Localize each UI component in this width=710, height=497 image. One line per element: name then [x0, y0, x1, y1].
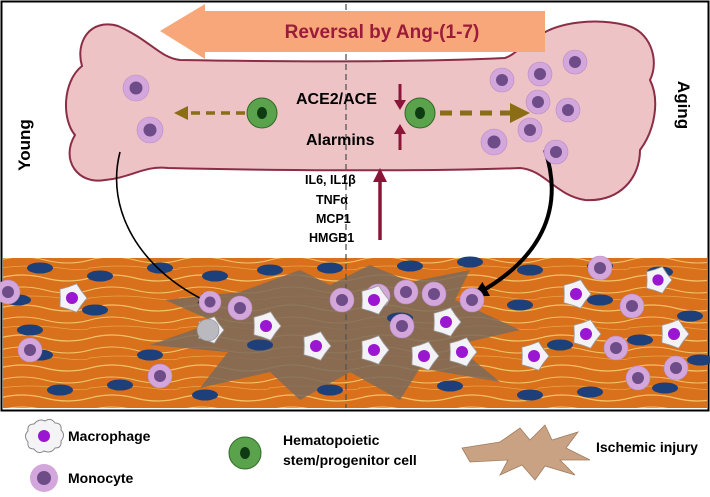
cytokine-up-arrow	[373, 168, 387, 240]
muscle-nucleus	[437, 380, 463, 392]
muscle-nucleus	[247, 339, 273, 351]
cytokine-list: IL6, IL1β TNFα MCP1 HMGB1	[305, 173, 356, 245]
muscle-nucleus	[137, 349, 163, 361]
cell-population	[0, 49, 690, 391]
macrophage-cell	[303, 331, 332, 361]
monocyte-cell	[543, 139, 569, 165]
monocyte-cell	[227, 295, 253, 321]
muscle-nucleus	[587, 294, 613, 306]
monocyte-cell	[147, 363, 173, 389]
ace-ratio-label: ACE2/ACE	[296, 91, 377, 108]
alarmins-label: Alarmins	[306, 132, 375, 149]
monocyte-cell	[459, 287, 485, 313]
muscle-nucleus	[547, 339, 573, 351]
monocyte-cell	[562, 49, 588, 75]
macrophage-cell	[563, 279, 592, 309]
monocyte-cell	[198, 290, 222, 314]
legend-hspc-label-line2: stem/progenitor cell	[283, 452, 417, 468]
muscle-nucleus	[577, 386, 603, 398]
legend-hspc-icon	[228, 436, 262, 470]
muscle-nucleus	[147, 262, 173, 274]
macrophage-cell	[521, 341, 550, 371]
ace-down-arrow	[394, 84, 406, 110]
macrophage-cell	[411, 341, 440, 371]
legend-injury-label: Ischemic injury	[596, 439, 698, 455]
monocyte-cell	[389, 313, 415, 339]
monocyte-cell	[525, 89, 551, 115]
monocyte-cell	[480, 128, 508, 156]
macrophage-cell	[361, 285, 390, 315]
monocyte-cell	[136, 116, 164, 144]
hspc-cell	[246, 97, 278, 129]
muscle-nucleus	[507, 299, 533, 311]
monocyte-cell	[619, 293, 645, 319]
muscle-nucleus	[192, 389, 218, 401]
monocyte-cell	[555, 97, 581, 123]
cytokine-item: HMGB1	[309, 231, 354, 245]
monocyte-cell	[625, 365, 651, 391]
legend-macrophage-icon	[25, 418, 64, 454]
aging-migration-arrow	[472, 149, 554, 297]
macrophage-cell	[433, 307, 462, 337]
monocyte-cell	[489, 67, 515, 93]
hspc-cell	[404, 97, 436, 129]
monocyte-cell	[603, 335, 629, 361]
reversal-banner-arrow	[160, 4, 545, 59]
muscle-nucleus	[317, 262, 343, 274]
muscle-nucleus	[202, 270, 228, 282]
legend-monocyte-label: Monocyte	[68, 470, 134, 486]
legend-injury-icon	[461, 424, 591, 481]
muscle-nucleus	[517, 389, 543, 401]
muscle-nucleus	[87, 270, 113, 282]
cytokine-item: IL6, IL1β	[305, 173, 356, 187]
muscle-nucleus	[27, 262, 53, 274]
monocyte-cell	[587, 255, 613, 281]
monocyte-cell	[122, 74, 150, 102]
muscle-nucleus	[652, 382, 678, 394]
monocyte-cell	[527, 61, 553, 87]
macrophage-cell	[573, 319, 602, 349]
hspc-left-arrow	[174, 106, 245, 120]
legend: Macrophage Monocyte Hematopoietic stem/p…	[25, 418, 698, 492]
macrophage-cell	[361, 335, 390, 365]
muscle-nucleus	[257, 264, 283, 276]
muscle-nucleus	[107, 379, 133, 391]
muscle-nucleus	[17, 324, 43, 336]
monocyte-cell	[329, 287, 355, 313]
monocyte-cell	[17, 337, 43, 363]
young-migration-arrow	[115, 151, 211, 304]
macrophage-cell	[661, 319, 690, 349]
muscle-nucleus	[627, 334, 653, 346]
muscle-nucleus	[397, 260, 423, 272]
macrophage-cell	[449, 337, 478, 367]
muscle-nucleus	[82, 304, 108, 316]
monocyte-cell	[517, 117, 543, 143]
monocyte-cell	[393, 279, 419, 305]
macrophage-cell	[253, 311, 282, 341]
muscle-nucleus	[47, 384, 73, 396]
monocyte-cell	[663, 355, 689, 381]
muscle-nucleus	[677, 310, 703, 322]
aging-label: Aging	[674, 81, 693, 129]
bone	[65, 20, 657, 202]
muscle-nucleus	[687, 354, 710, 366]
cytokine-item: TNFα	[316, 193, 348, 207]
legend-monocyte-icon	[30, 464, 58, 492]
alarmins-up-arrow	[394, 124, 406, 150]
muscle-nucleus	[457, 256, 483, 268]
banner-text: Reversal by Ang-(1-7)	[285, 22, 480, 43]
monocyte-cell	[421, 281, 447, 307]
macrophage-cell	[59, 283, 88, 313]
muscle-nucleus	[317, 384, 343, 396]
monocyte-cell	[0, 279, 21, 305]
legend-macrophage-label: Macrophage	[68, 428, 151, 444]
young-label: Young	[15, 119, 34, 171]
macrophage-cell	[196, 318, 220, 342]
hspc-right-arrow	[440, 103, 530, 123]
cytokine-item: MCP1	[316, 212, 351, 226]
macrophage-cell	[646, 266, 673, 294]
muscle-nucleus	[517, 264, 543, 276]
legend-hspc-label-line1: Hematopoietic	[283, 432, 380, 448]
